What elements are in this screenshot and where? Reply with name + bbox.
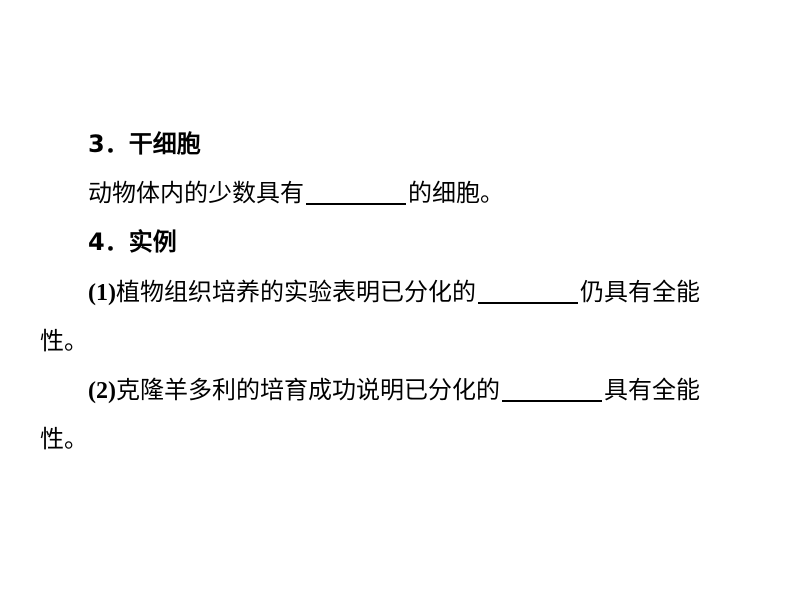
section-3-text-after: 的细胞。 <box>408 179 504 207</box>
fill-blank-1[interactable] <box>306 179 406 205</box>
fill-blank-3[interactable] <box>501 376 602 402</box>
section-3-text: 动物体内的少数具有 的细胞。 <box>88 177 788 209</box>
fill-blank-2[interactable] <box>477 278 578 304</box>
item-2-text: (2)克隆羊多利的培育成功说明已分化的 具有全能 <box>88 374 788 407</box>
section-4-heading: 4．实例 <box>88 228 177 256</box>
item-1-continuation: 性。 <box>40 327 88 355</box>
item-1-number: (1) <box>88 280 116 306</box>
item-2-continuation: 性。 <box>40 425 88 453</box>
item-2-text-after: 具有全能 <box>603 376 700 404</box>
section-3-heading: 3．干细胞 <box>88 130 201 158</box>
item-1-text: (1)植物组织培养的实验表明已分化的 仍具有全能 <box>88 276 788 309</box>
item-1-text-before: 植物组织培养的实验表明已分化的 <box>115 278 476 306</box>
item-2-number: (2) <box>88 378 116 404</box>
section-3-text-before: 动物体内的少数具有 <box>88 179 304 207</box>
item-2-text-before: 克隆羊多利的培育成功说明已分化的 <box>115 376 500 404</box>
item-1-text-after: 仍具有全能 <box>579 278 700 306</box>
